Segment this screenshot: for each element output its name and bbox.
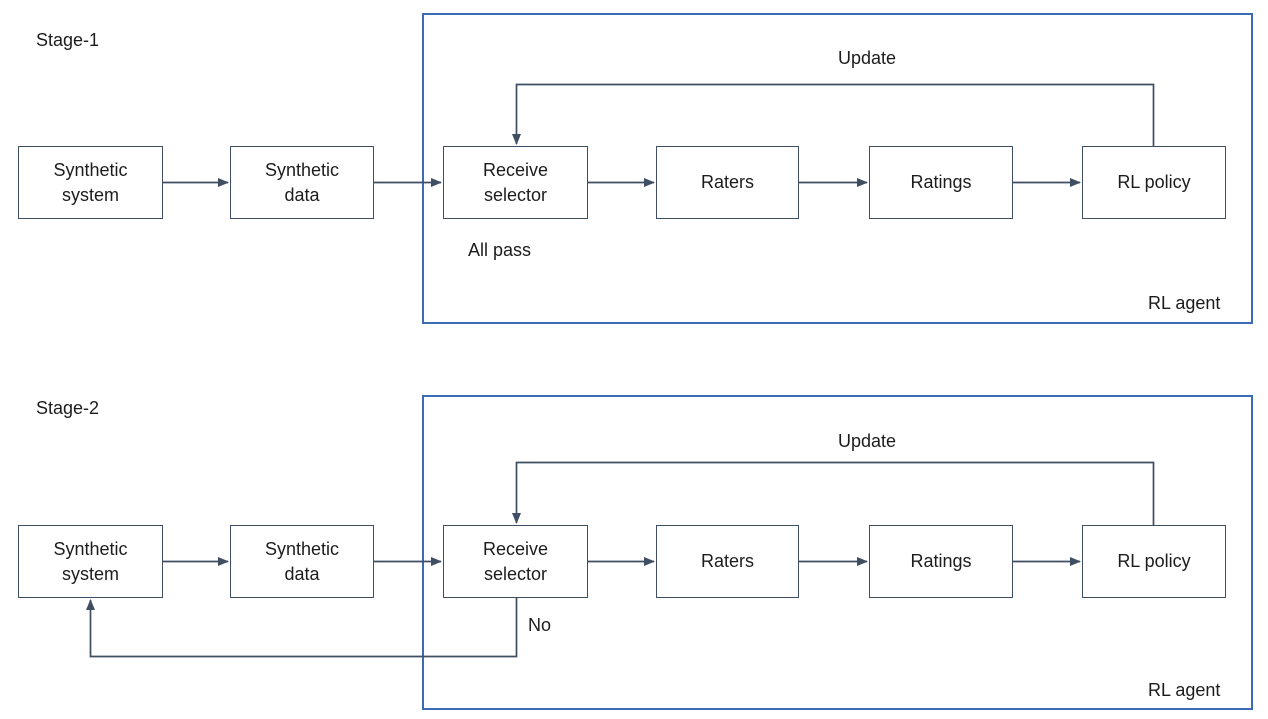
rl-agent-label-stage1: RL agent <box>1148 293 1221 313</box>
node-receive-selector-stage1: Receive selector <box>443 146 588 219</box>
node-raters-stage1: Raters <box>656 146 799 219</box>
node-synthetic-data-stage1: Synthetic data <box>230 146 374 219</box>
arrow-no-feedback-stage2 <box>86 598 518 658</box>
node-rl-policy-stage1: RL policy <box>1082 146 1226 219</box>
rl-agent-box-stage1 <box>422 13 1253 324</box>
arrow-update-loop-stage1 <box>512 83 1155 146</box>
node-synthetic-system-stage1: Synthetic system <box>18 146 163 219</box>
all-pass-label-stage1: All pass <box>468 240 532 260</box>
node-synthetic-system-stage2: Synthetic system <box>18 525 163 598</box>
rl-agent-label-stage2: RL agent <box>1148 680 1221 700</box>
update-label-stage1: Update <box>838 48 897 68</box>
node-raters-stage2: Raters <box>656 525 799 598</box>
update-label-stage2: Update <box>838 431 897 451</box>
stage2-label: Stage-2 <box>36 398 100 418</box>
arrow-update-loop-stage2 <box>512 461 1155 525</box>
node-receive-selector-stage2: Receive selector <box>443 525 588 598</box>
node-ratings-stage2: Ratings <box>869 525 1013 598</box>
node-ratings-stage1: Ratings <box>869 146 1013 219</box>
node-synthetic-data-stage2: Synthetic data <box>230 525 374 598</box>
stage1-label: Stage-1 <box>36 30 100 50</box>
no-label-stage2: No <box>528 615 552 635</box>
node-rl-policy-stage2: RL policy <box>1082 525 1226 598</box>
rl-agent-box-stage2 <box>422 395 1253 710</box>
